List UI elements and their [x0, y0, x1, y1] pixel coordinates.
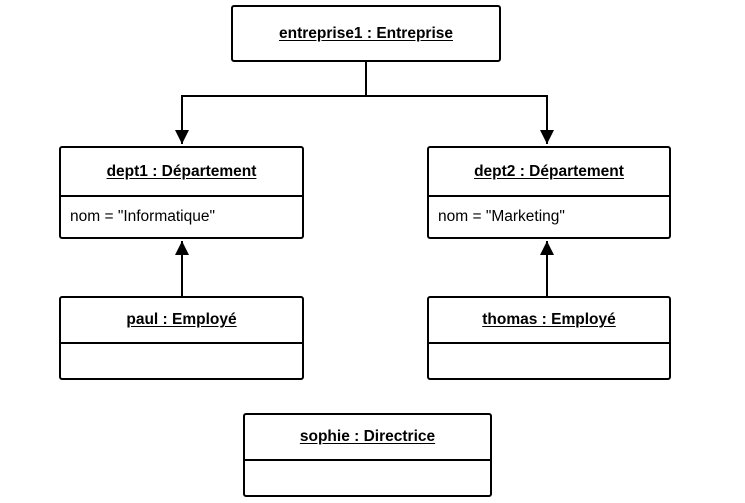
object-dept1-header: dept1 : Département [106, 162, 257, 180]
object-paul[interactable]: paul : Employé [59, 296, 304, 380]
object-thomas-header: thomas : Employé [482, 311, 616, 328]
object-paul-header: paul : Employé [126, 311, 237, 328]
object-thomas-attributes-empty [429, 342, 669, 378]
object-entreprise1-header: entreprise1 : Entreprise [278, 24, 453, 42]
object-paul-attributes-empty [61, 342, 302, 378]
object-entreprise1[interactable]: entreprise1 : Entreprise [231, 5, 501, 62]
object-dept2[interactable]: dept2 : Département nom = "Marketing" [427, 146, 671, 239]
link-entreprise-dept2 [366, 95, 554, 144]
object-dept2-header: dept2 : Département [474, 162, 624, 180]
object-thomas[interactable]: thomas : Employé [427, 296, 671, 380]
link-entreprise-dept1 [175, 62, 367, 144]
object-dept2-attribute: nom = "Marketing" [429, 195, 669, 237]
object-sophie-attributes-empty [245, 459, 490, 495]
object-sophie[interactable]: sophie : Directrice [243, 413, 492, 497]
object-sophie-header: sophie : Directrice [299, 428, 436, 445]
object-dept1[interactable]: dept1 : Département nom = "Informatique" [59, 146, 304, 239]
object-dept1-attribute: nom = "Informatique" [61, 195, 302, 237]
